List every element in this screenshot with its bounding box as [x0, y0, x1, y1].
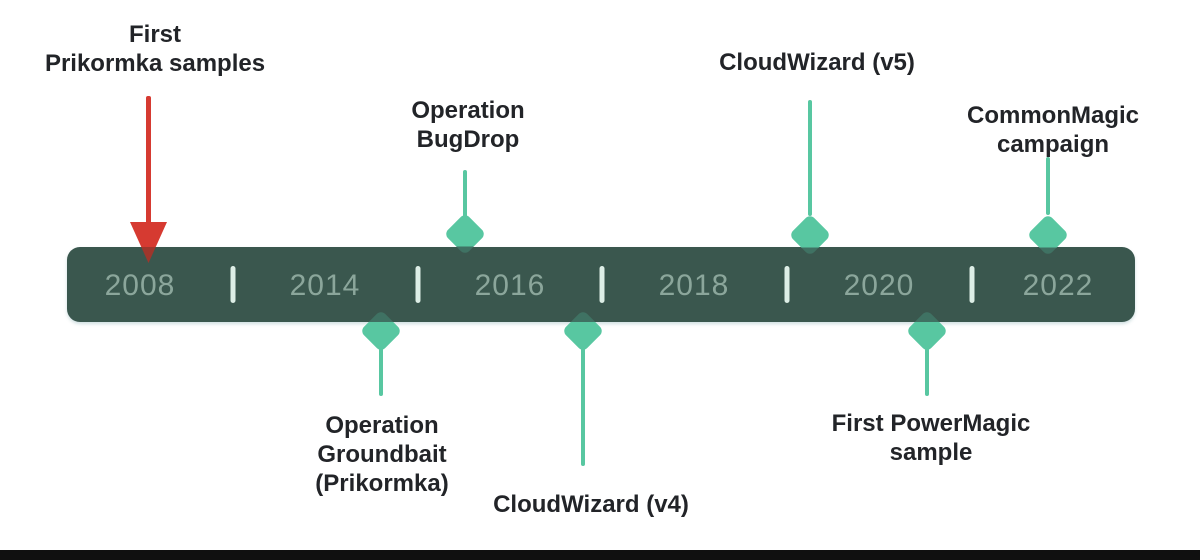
event-label-cloudwizard-v4: CloudWizard (v4) — [493, 490, 689, 519]
red-arrow-shaft — [146, 96, 151, 224]
event-label-line: First — [128, 21, 181, 48]
event-label-line: Prikormka samples — [44, 50, 266, 77]
connector-line-groundbait — [379, 348, 383, 396]
event-label-line: sample — [889, 439, 973, 466]
event-label-line: First PowerMagic — [831, 410, 1031, 437]
year-separator — [415, 266, 421, 303]
event-label-operation-bugdrop: Operation BugDrop — [411, 96, 524, 154]
event-label-line: (Prikormka) — [315, 470, 449, 497]
event-label-commonmagic-campaign: CommonMagic campaign — [967, 101, 1139, 159]
year-separator — [230, 266, 236, 303]
event-label-line: Operation — [411, 97, 525, 124]
year-label-2022: 2022 — [1022, 269, 1094, 302]
event-label-line: CommonMagic — [966, 102, 1140, 129]
year-label-2016: 2016 — [474, 269, 546, 302]
event-label-operation-groundbait: Operation Groundbait (Prikormka) — [315, 411, 448, 498]
bottom-black-strip — [0, 550, 1200, 560]
year-separator — [784, 266, 790, 303]
year-separator — [969, 266, 975, 303]
event-label-line: BugDrop — [416, 126, 520, 153]
year-label-2018: 2018 — [658, 269, 730, 302]
connector-line-cloudwizard-v4 — [581, 348, 585, 466]
year-label-2008: 2008 — [104, 269, 176, 302]
connector-line-powermagic — [925, 348, 929, 396]
event-label-line: CloudWizard (v4) — [493, 491, 689, 518]
connector-line-bugdrop — [463, 170, 467, 218]
event-label-line: Operation — [325, 412, 439, 439]
event-label-first-prikormka-samples: First Prikormka samples — [45, 20, 265, 78]
year-label-2014: 2014 — [289, 269, 361, 302]
year-separator — [599, 266, 605, 303]
event-label-cloudwizard-v5: CloudWizard (v5) — [719, 48, 915, 77]
event-label-line: CloudWizard (v5) — [719, 49, 915, 76]
connector-line-cloudwizard-v5 — [808, 100, 812, 216]
event-label-first-powermagic-sample: First PowerMagic sample — [832, 409, 1031, 467]
year-label-2020: 2020 — [843, 269, 915, 302]
event-label-line: campaign — [996, 131, 1110, 158]
event-label-line: Groundbait — [317, 441, 447, 468]
connector-line-commonmagic — [1046, 157, 1050, 215]
